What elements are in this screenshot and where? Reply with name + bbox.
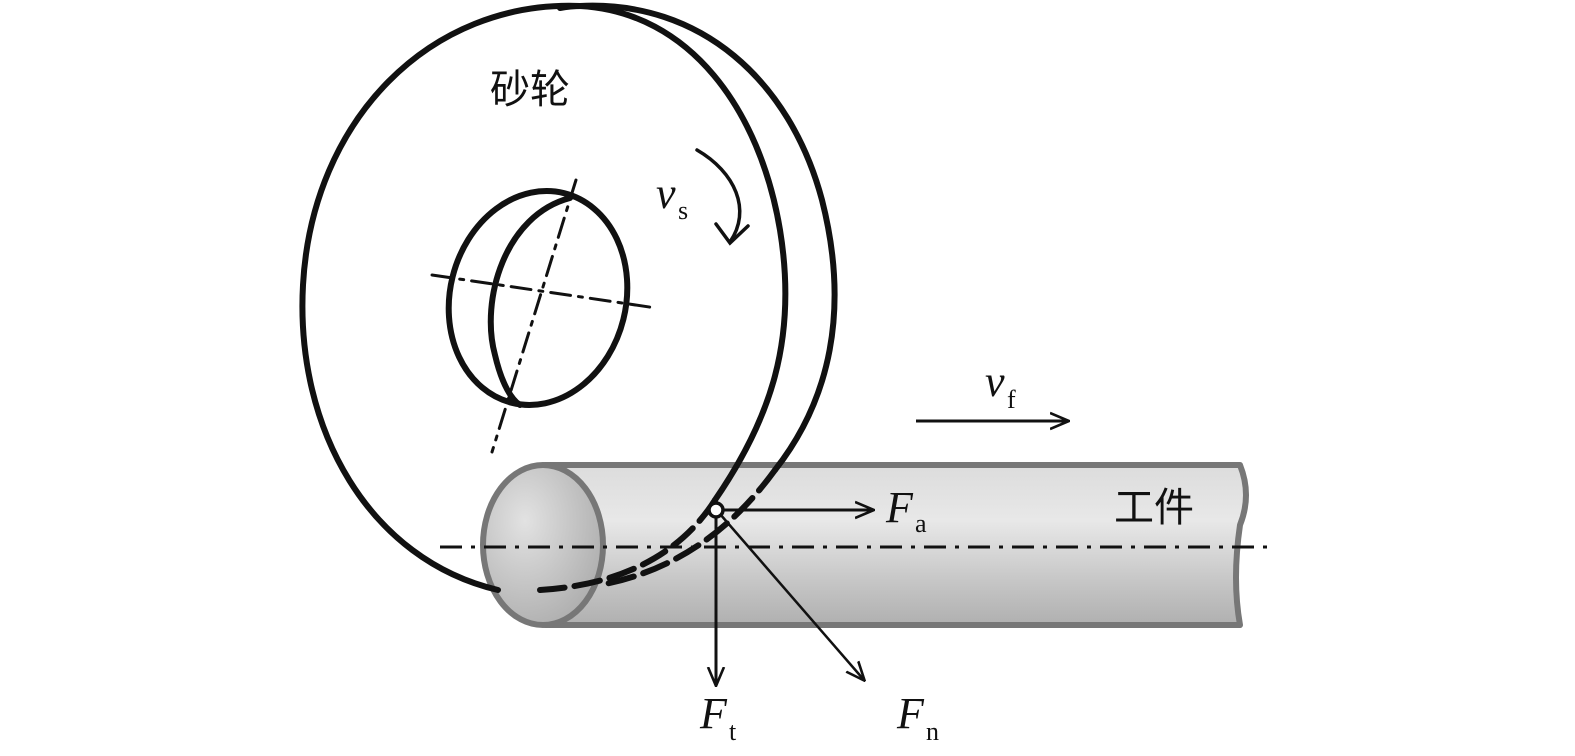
force-axial-label: F a (885, 483, 927, 538)
grinding-wheel (299, 2, 838, 593)
svg-text:F: F (885, 483, 914, 532)
wheel-speed-label: v s (656, 169, 688, 225)
wheel-bore-inner-edge (487, 195, 573, 408)
wheel-label: 砂轮 (490, 67, 570, 113)
force-vectors (709, 503, 873, 685)
wheel-center-line-vertical (490, 178, 578, 454)
workpiece-label: 工件 (1114, 485, 1194, 531)
svg-text:v: v (985, 357, 1005, 406)
force-tangential-label: F t (699, 689, 737, 746)
force-normal-arrow (719, 513, 864, 680)
svg-text:v: v (656, 169, 676, 218)
contact-point (707, 501, 725, 519)
svg-text:F: F (699, 689, 728, 738)
svg-text:t: t (729, 717, 737, 746)
wheel-front-hidden-edge (537, 497, 718, 593)
wheel-center-line-horizontal (430, 273, 658, 310)
wheel-back-hidden-edge (597, 467, 778, 588)
svg-text:f: f (1007, 385, 1016, 414)
wheel-front-face (299, 2, 789, 593)
wheel-back-edge (577, 2, 838, 473)
feed-speed-label: v f (985, 357, 1016, 414)
wheel-rotation-arrow (695, 148, 750, 246)
force-normal-label: F n (896, 689, 939, 746)
svg-text:n: n (926, 717, 939, 746)
svg-text:s: s (678, 196, 688, 225)
workpiece-end-face (480, 462, 606, 628)
svg-text:a: a (915, 509, 927, 538)
svg-text:F: F (896, 689, 925, 738)
